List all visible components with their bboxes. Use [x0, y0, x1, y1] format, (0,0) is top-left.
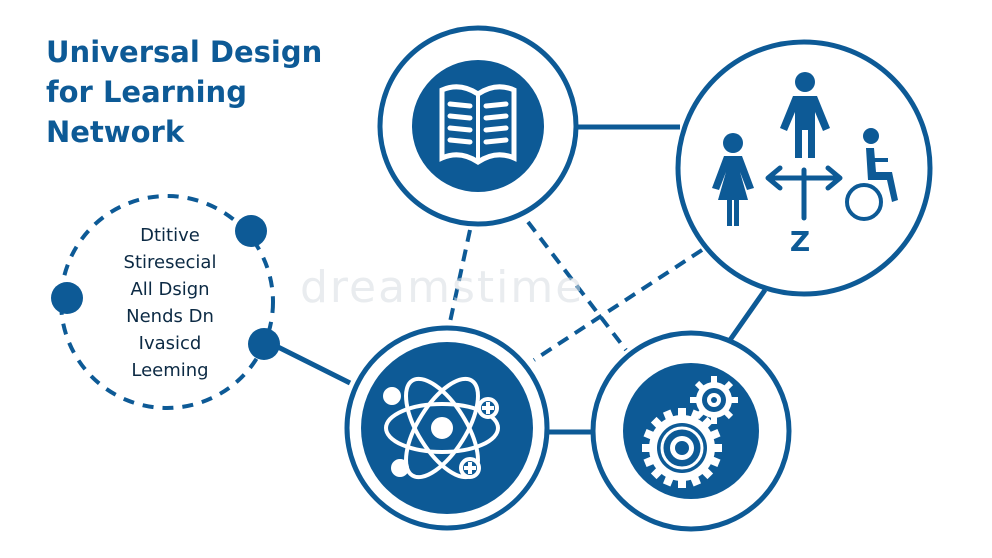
- atom-icon: [383, 376, 500, 480]
- dashed-text-line-6: Leeming: [131, 360, 209, 381]
- atom-node: [344, 325, 550, 531]
- dashed-circle-node: [51, 194, 280, 410]
- dashed-ring: [59, 194, 275, 410]
- dashed-text-line-3: All Dsign: [130, 279, 210, 300]
- gears-node: [590, 330, 792, 532]
- book-icon: [439, 84, 517, 166]
- ring-dot-left: [51, 282, 83, 314]
- dashed-text-line-2: Stiresecial: [123, 252, 217, 273]
- people-node: Z: [675, 39, 933, 297]
- ring-dot-top-right: [235, 215, 267, 247]
- connector-people-gears: [727, 288, 768, 342]
- connectors: [276, 124, 768, 435]
- title-line-1: Universal Design: [46, 35, 323, 69]
- people-symbol-label: Z: [790, 225, 810, 258]
- title-line-3: Network: [46, 115, 185, 149]
- connector-people-atom-dashed: [532, 248, 704, 362]
- dashed-circle-text: Dtitive Stiresecial All Dsign Nends Dn I…: [95, 222, 245, 384]
- connector-book-atom-dashed: [448, 229, 472, 323]
- book-node: [377, 25, 579, 227]
- title-line-2: for Learning: [46, 75, 247, 109]
- diagram-title: Universal Design for Learning Network: [46, 32, 322, 152]
- dashed-text-line-4: Nends Dn: [126, 306, 214, 327]
- people-accessibility-icon: [712, 72, 898, 226]
- dashed-text-line-1: Dtitive: [140, 225, 200, 246]
- connector-book-gears-dashed: [526, 220, 628, 352]
- dashed-text-line-5: Ivasicd: [138, 333, 202, 354]
- watermark: dreamstime: [300, 262, 585, 313]
- gears-icon: [642, 376, 738, 488]
- connector-dashed-atom: [276, 344, 352, 386]
- ring-dot-bottom-right: [248, 328, 280, 360]
